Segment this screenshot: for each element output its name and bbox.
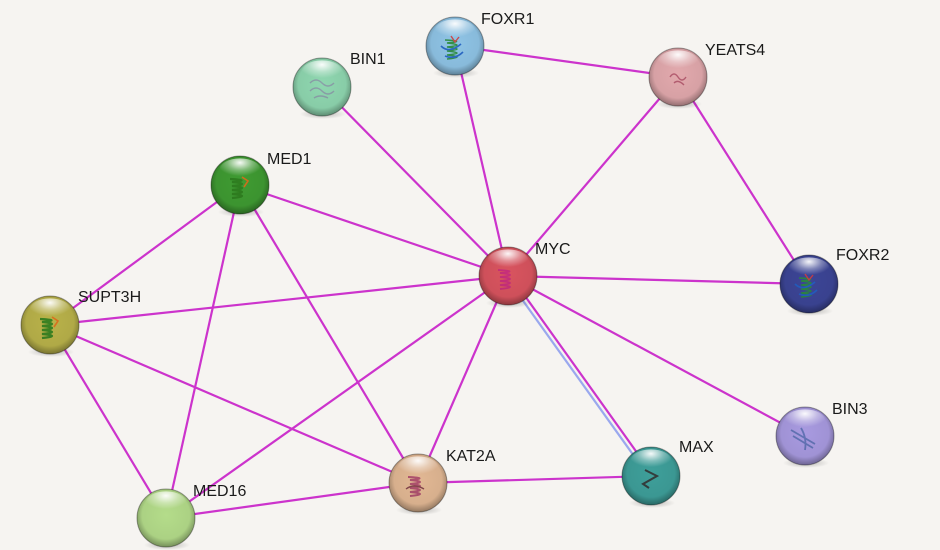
edge-myc-max-coexpression xyxy=(505,276,651,478)
node-med1[interactable]: MED1 xyxy=(210,151,312,217)
edge-myc-bin3 xyxy=(507,275,806,437)
edge-myc-foxr1 xyxy=(453,45,510,277)
edge-supt3h-kat2a xyxy=(49,323,419,485)
node-highlight xyxy=(434,19,476,44)
edge-yeats4-foxr2 xyxy=(677,76,810,285)
node-highlight xyxy=(487,249,529,274)
edge-supt3h-med16 xyxy=(49,324,167,519)
node-label-myc: MYC xyxy=(535,241,571,258)
node-highlight xyxy=(301,60,343,85)
node-kat2a[interactable]: KAT2A xyxy=(388,448,496,515)
node-highlight xyxy=(784,409,826,434)
node-max[interactable]: MAX xyxy=(621,439,714,508)
node-label-med1: MED1 xyxy=(267,151,312,168)
node-label-kat2a: KAT2A xyxy=(446,448,496,465)
edge-myc-max xyxy=(508,274,654,476)
node-supt3h[interactable]: SUPT3H xyxy=(20,289,141,357)
node-highlight xyxy=(29,298,71,323)
node-yeats4[interactable]: YEATS4 xyxy=(648,42,765,109)
edge-kat2a-med16 xyxy=(165,481,419,520)
edge-myc-supt3h xyxy=(49,274,509,327)
edges-layer xyxy=(49,44,810,520)
edge-med1-kat2a xyxy=(239,184,419,484)
node-label-yeats4: YEATS4 xyxy=(705,42,765,59)
node-bin1[interactable]: BIN1 xyxy=(292,51,386,119)
node-label-foxr2: FOXR2 xyxy=(836,247,889,264)
node-label-med16: MED16 xyxy=(193,483,246,500)
node-label-supt3h: SUPT3H xyxy=(78,289,141,306)
edge-myc-med1 xyxy=(239,183,509,278)
edge-myc-foxr2 xyxy=(507,274,810,286)
node-myc[interactable]: MYC xyxy=(478,241,571,308)
node-foxr1[interactable]: FOXR1 xyxy=(425,11,534,78)
node-highlight xyxy=(397,456,439,481)
node-highlight xyxy=(657,50,699,75)
node-med16[interactable]: MED16 xyxy=(136,483,246,550)
node-label-foxr1: FOXR1 xyxy=(481,11,534,28)
node-highlight xyxy=(788,257,830,282)
node-bin3[interactable]: BIN3 xyxy=(775,401,868,468)
node-foxr2[interactable]: FOXR2 xyxy=(779,247,889,316)
edge-kat2a-max xyxy=(417,474,652,485)
edge-med1-supt3h xyxy=(49,184,241,326)
edge-myc-med16 xyxy=(165,275,509,519)
edge-foxr1-yeats4 xyxy=(454,44,679,79)
edge-myc-yeats4 xyxy=(507,76,679,277)
node-label-bin3: BIN3 xyxy=(832,401,868,418)
node-highlight xyxy=(145,491,187,516)
node-highlight xyxy=(219,158,261,183)
node-label-max: MAX xyxy=(679,439,714,456)
node-highlight xyxy=(630,449,672,474)
edge-myc-bin1 xyxy=(321,86,509,277)
edge-med1-med16 xyxy=(164,184,242,519)
edge-myc-kat2a xyxy=(416,275,510,484)
node-label-bin1: BIN1 xyxy=(350,51,386,68)
